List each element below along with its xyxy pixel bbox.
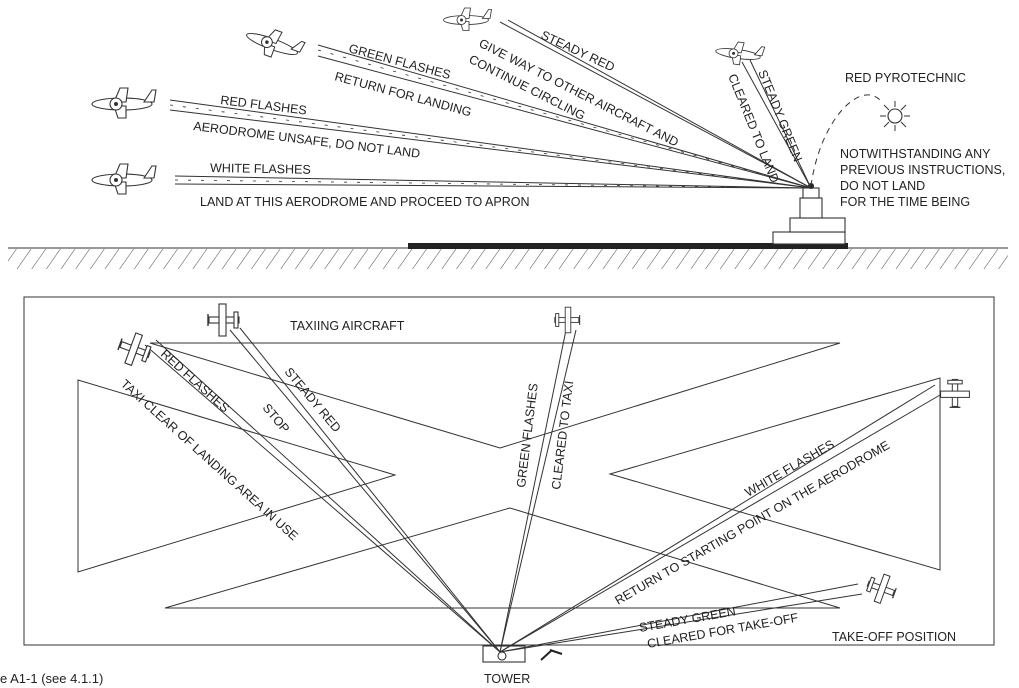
signal-beams-ground <box>144 327 941 653</box>
label-taxiing-aircraft: TAXIING AIRCRAFT <box>290 319 405 333</box>
control-tower <box>772 183 846 245</box>
ground-hatch <box>8 249 1008 269</box>
aircraft-white-flashes-icon <box>91 163 157 195</box>
aerodrome-boundary <box>23 296 995 646</box>
runway-right <box>608 377 941 571</box>
label-steady-red-flight: STEADY RED <box>539 28 617 74</box>
label-takeoff-position: TAKE-OFF POSITION <box>832 630 956 644</box>
label-aerodrome-unsafe: AERODROME UNSAFE, DO NOT LAND <box>193 119 421 161</box>
label-pyro-line-1: NOTWITHSTANDING ANY <box>840 147 991 161</box>
pyrotechnic-burst-icon <box>880 101 910 131</box>
ground-signals-scene: TAXIING AIRCRAFT RED FLASHES TAXI CLEAR … <box>23 296 995 686</box>
taxi-aircraft-white-flashes-icon <box>939 378 971 408</box>
signal-beams-flight <box>169 19 881 189</box>
aircraft-steady-green-icon <box>713 38 766 69</box>
aircraft-green-flashes-icon <box>241 20 307 67</box>
flight-signals-scene: WHITE FLASHES LAND AT THIS AERODROME AND… <box>8 7 1008 269</box>
taxi-aircraft-steady-red-icon <box>207 303 240 337</box>
label-pyro-line-3: DO NOT LAND <box>840 179 925 193</box>
label-cleared-to-taxi: CLEARED TO TAXI <box>549 380 576 490</box>
taxi-aircraft-steady-green-icon <box>862 569 900 608</box>
runway-upper-left <box>149 342 841 449</box>
tower-pointer <box>540 649 553 661</box>
aircraft-steady-red-icon <box>443 7 492 31</box>
label-return-to-start: RETURN TO STARTING POINT ON THE AERODROM… <box>613 438 892 607</box>
label-return-for-landing: RETURN FOR LANDING <box>333 69 473 119</box>
label-stop: STOP <box>260 401 292 436</box>
label-pyro-line-4: FOR THE TIME BEING <box>840 195 970 209</box>
label-pyro-line-2: PREVIOUS INSTRUCTIONS, <box>840 163 1005 177</box>
taxi-aircraft-green-flashes-icon <box>554 306 581 334</box>
label-red-pyrotechnic: RED PYROTECHNIC <box>845 71 966 85</box>
label-white-flashes: WHITE FLASHES <box>210 161 311 177</box>
label-land-proceed-apron: LAND AT THIS AERODROME AND PROCEED TO AP… <box>200 195 529 209</box>
runway-left <box>77 379 397 573</box>
runway-lower <box>164 507 841 609</box>
taxi-aircraft-red-flashes-icon <box>113 328 156 371</box>
label-red-flashes-ground: RED FLASHES <box>158 347 232 416</box>
label-tower: TOWER <box>484 672 530 686</box>
figure-caption: e A1-1 (see 4.1.1) <box>0 671 103 686</box>
label-red-flashes-flight: RED FLASHES <box>220 93 308 117</box>
aircraft-red-flashes-icon <box>91 87 157 119</box>
runway-strip <box>408 243 848 249</box>
